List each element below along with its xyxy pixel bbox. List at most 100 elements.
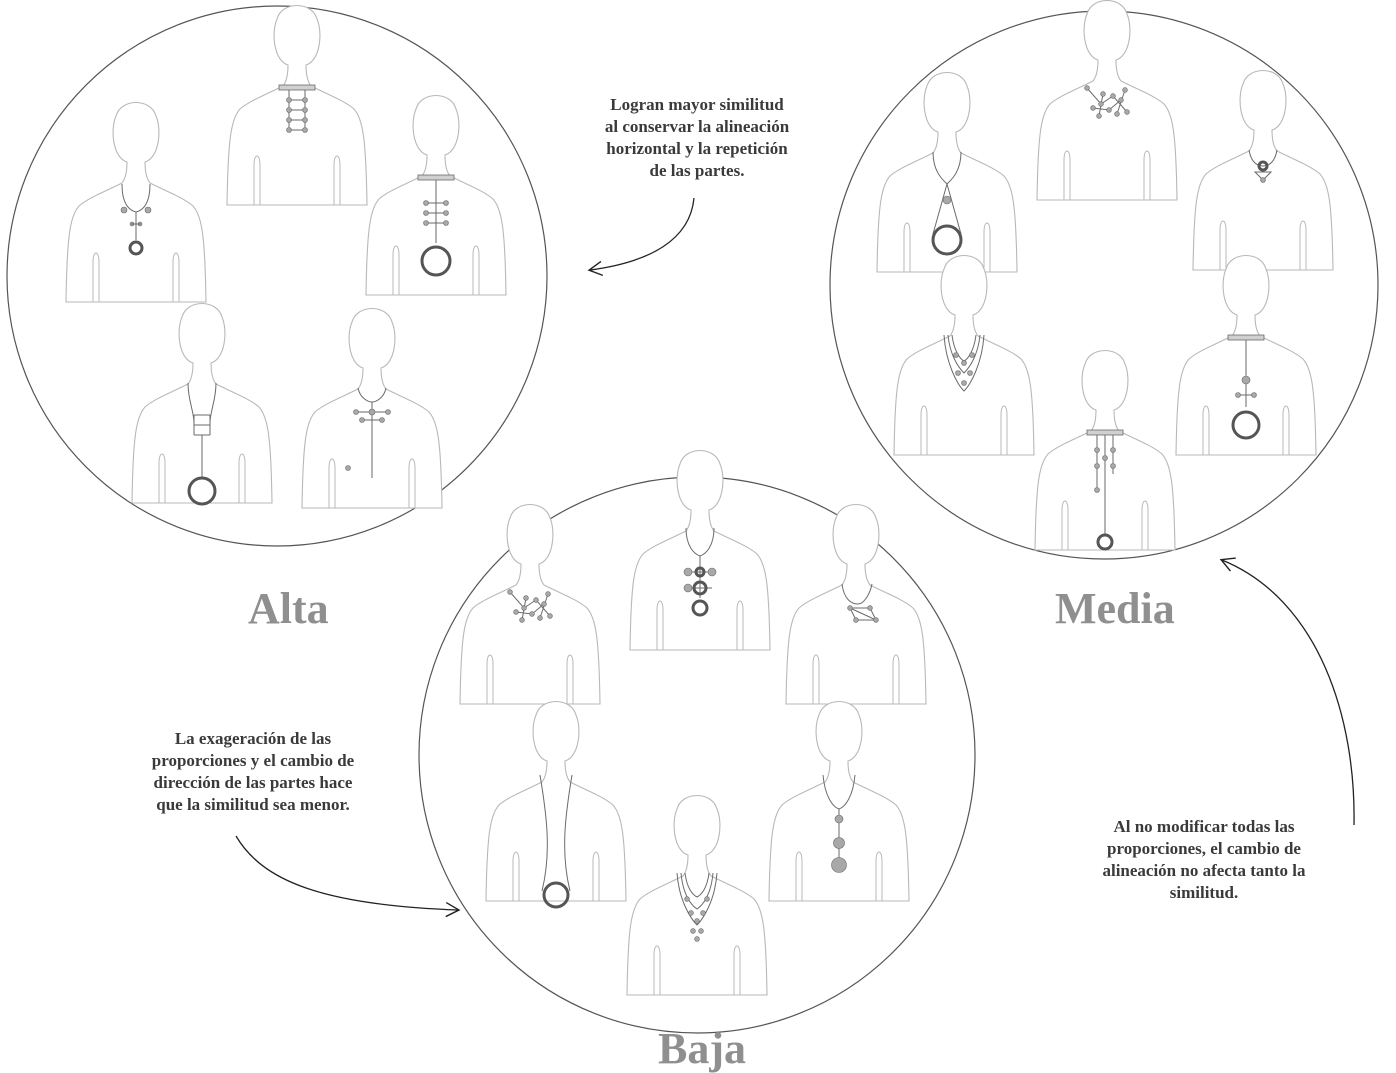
alta-circle — [6, 5, 548, 547]
bead — [353, 409, 359, 415]
pendant-ring — [420, 245, 452, 277]
necklace-line — [539, 774, 573, 892]
bead — [443, 210, 449, 216]
pendant-ring — [692, 580, 708, 596]
mannequin-bust — [626, 795, 768, 996]
necklace-line — [947, 334, 981, 374]
pendant-ring — [1096, 533, 1114, 551]
bead — [1094, 487, 1100, 493]
arm-outline — [392, 245, 480, 295]
bead — [519, 617, 525, 623]
bead — [1251, 392, 1257, 398]
bead — [302, 107, 308, 113]
bead — [302, 97, 308, 103]
arm-outline — [903, 222, 991, 272]
pendant-ring — [128, 240, 144, 256]
necklace — [345, 387, 391, 478]
necklace — [278, 84, 316, 133]
necklace-line — [676, 872, 718, 926]
bead — [690, 928, 696, 934]
bead — [831, 857, 847, 873]
bead — [955, 370, 961, 376]
bead — [513, 609, 519, 615]
bead — [1235, 392, 1241, 398]
necklace — [822, 774, 856, 873]
mannequin-bust — [365, 95, 507, 296]
necklace-line — [932, 183, 962, 235]
bead — [961, 360, 967, 366]
bead — [833, 837, 845, 849]
necklace — [1086, 429, 1124, 551]
necklace-line — [680, 872, 714, 910]
mannequin-bust — [485, 701, 627, 909]
arm-outline — [512, 851, 600, 901]
bead — [286, 97, 292, 103]
bead — [1084, 85, 1090, 91]
bust-outline — [131, 303, 273, 504]
bead — [873, 617, 879, 623]
note-baja: La exageración de las proporciones y el … — [151, 729, 355, 814]
bead — [694, 936, 700, 942]
bust-figures — [65, 0, 1334, 996]
necklace — [1248, 149, 1278, 183]
bead — [368, 408, 376, 416]
necklace-line — [1248, 149, 1278, 167]
group-label-media: Media — [1055, 584, 1175, 633]
pendant-ring — [1257, 160, 1269, 172]
bust-outline — [65, 102, 207, 303]
bead — [1114, 111, 1120, 117]
bead — [1102, 455, 1108, 461]
bust-outline — [485, 701, 627, 902]
bead — [698, 928, 704, 934]
bead — [286, 117, 292, 123]
mannequin-bust — [131, 303, 273, 506]
pendant-ring — [542, 881, 570, 909]
bead — [286, 127, 292, 133]
bead — [529, 611, 535, 617]
group-label-baja: Baja — [658, 1024, 746, 1073]
bead — [120, 206, 128, 214]
choker — [1086, 429, 1124, 436]
bead — [953, 352, 959, 358]
bead — [1110, 447, 1116, 453]
bead — [443, 200, 449, 206]
mannequin-bust — [876, 72, 1018, 273]
bead — [1110, 93, 1116, 99]
bead — [1110, 463, 1116, 469]
bead — [144, 206, 152, 214]
arm-outline — [328, 458, 416, 508]
necklace — [539, 774, 573, 909]
bead — [1090, 105, 1096, 111]
bead — [545, 591, 551, 597]
arm-outline — [1063, 150, 1151, 200]
bead — [688, 910, 694, 916]
pendant-ring — [1231, 410, 1261, 440]
bead — [867, 605, 873, 611]
bust-outline — [768, 701, 910, 902]
necklace — [931, 151, 963, 256]
bead — [961, 380, 967, 386]
mannequin-bust — [629, 450, 771, 651]
baja-note-arrow — [235, 835, 461, 918]
bead — [345, 465, 351, 471]
bead — [537, 615, 543, 621]
necklace — [1227, 334, 1265, 440]
arm-outline — [795, 851, 883, 901]
bead — [423, 220, 429, 226]
necklace-line — [943, 334, 985, 392]
bead — [1260, 177, 1266, 183]
necklace-line — [684, 872, 710, 898]
bust-outline — [226, 5, 368, 206]
bead — [942, 195, 952, 205]
bead — [521, 605, 527, 611]
choker — [1227, 334, 1265, 341]
bead — [967, 370, 973, 376]
mannequin-bust — [226, 5, 368, 206]
bead — [1106, 107, 1112, 113]
bust-outline — [626, 795, 768, 996]
mannequin-bust — [1034, 350, 1176, 551]
bead — [379, 417, 385, 423]
mannequin-bust — [785, 504, 927, 705]
media-note-arrow — [1219, 557, 1355, 826]
pendant-ring — [187, 476, 217, 506]
